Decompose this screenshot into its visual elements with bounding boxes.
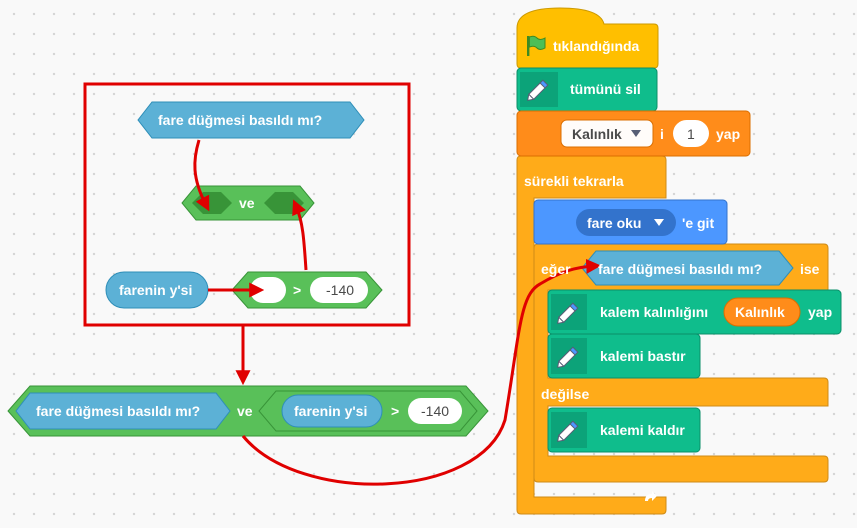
pen-down-label: kalemi bastır [600, 348, 686, 364]
variable-dropdown[interactable] [560, 119, 654, 148]
dropdown-arrow-icon[interactable] [631, 130, 641, 137]
erase-all-label: tümünü sil [570, 81, 641, 97]
set-suffix-label: yap [716, 126, 741, 142]
set-value-input[interactable] [673, 120, 709, 147]
combined-mouse-down-label: fare düğmesi basıldı mı? [36, 403, 201, 419]
combined-and-label: ve [237, 403, 253, 419]
pen-icon [557, 302, 579, 324]
pen-icon [557, 420, 579, 442]
loop-arrow-icon [645, 491, 657, 501]
goto-suffix-label: 'e git [682, 215, 715, 231]
combined-mouse-y-label: farenin y'si [294, 403, 368, 419]
mouse-down-block[interactable] [137, 101, 365, 139]
gt-right-value[interactable]: -140 [326, 282, 355, 298]
gt-operator-label: > [293, 282, 302, 298]
if-else-block[interactable] [533, 243, 829, 483]
arrow-combined-to-if [241, 258, 602, 486]
set-pen-suffix-label: yap [808, 304, 833, 320]
set-pen-size-label: kalem kalınlığını [600, 304, 709, 320]
set-value[interactable]: 1 [687, 126, 695, 142]
pen-size-variable-label: Kalınlık [735, 304, 785, 320]
mouse-down-label: fare düğmesi basıldı mı? [158, 112, 323, 128]
variable-dropdown-label[interactable]: Kalınlık [572, 126, 622, 142]
combined-value[interactable]: -140 [421, 403, 450, 419]
pen-size-variable-reporter[interactable] [723, 297, 801, 327]
if-then-label: ise [800, 261, 820, 277]
gt-right-input[interactable] [310, 277, 368, 303]
arrow-gt-to-and [292, 199, 308, 271]
if-condition-label: fare düğmesi basıldı mı? [598, 261, 763, 277]
arrow-mouse-down-to-and [193, 139, 210, 212]
if-label: eğer [541, 261, 571, 277]
goto-target-label[interactable]: fare oku [587, 215, 642, 231]
dropdown-arrow-icon[interactable] [654, 219, 664, 226]
pen-up-label: kalemi kaldır [600, 422, 685, 438]
and-label: ve [239, 195, 255, 211]
green-flag-icon [527, 35, 546, 56]
combined-mouse-y[interactable] [281, 394, 383, 428]
pen-icon [557, 346, 579, 368]
pen-icon [527, 79, 549, 101]
set-to-label: i [660, 126, 664, 142]
mouse-y-label: farenin y'si [119, 282, 193, 298]
combined-gt-label: > [391, 403, 400, 419]
annotation-box [83, 82, 411, 327]
forever-label: sürekli tekrarla [524, 173, 624, 189]
goto-target-dropdown[interactable] [576, 209, 676, 236]
combined-value-input[interactable] [408, 398, 462, 424]
when-flag-clicked-label: tıklandığında [553, 38, 640, 54]
else-label: değilse [541, 386, 590, 402]
combined-mouse-down[interactable] [15, 392, 231, 430]
